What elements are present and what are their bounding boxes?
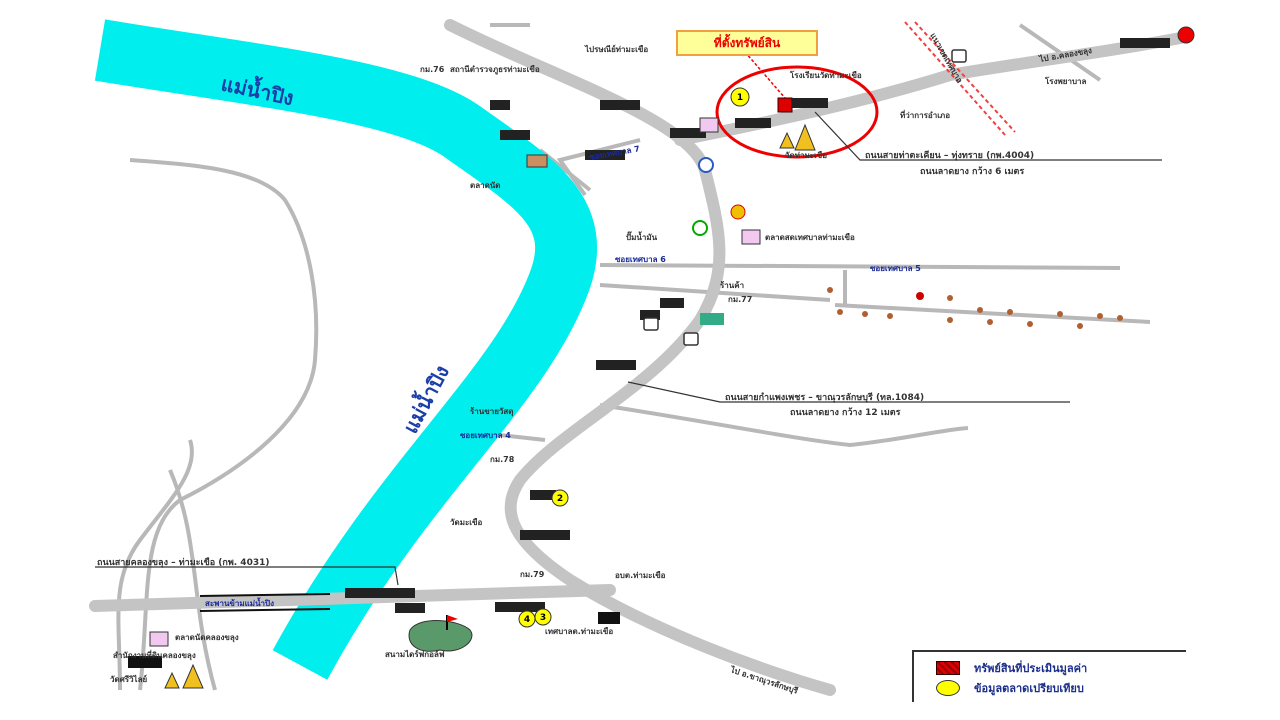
road-1084-label: ถนนสายกำแพงเพชร – ขาณุวรลักษบุรี (ทล.108… [725,392,924,403]
red-hatched-box-icon [936,661,960,675]
road-1084-desc: ถนนลาดยาง กว้าง 12 เมตร [790,407,901,418]
bank-icon [692,220,708,236]
place-label: ตลาดนัดคลองขลุง [175,633,239,643]
yellow-circle-icon [936,680,960,696]
roads [89,19,1186,696]
place-label: ที่ว่าการอำเภอ [900,109,950,120]
place-label: สนามไดร์ฟกอล์ฟ [385,649,445,659]
store-icon [700,313,724,325]
marker-4: 4 [524,615,530,625]
marker-1: 1 [737,93,743,103]
fuel-station-icons [643,49,967,346]
km-label: กม.79 [520,570,545,579]
km-label: กม.77 [728,295,752,304]
school-icon [598,612,620,624]
road-4004-desc: ถนนลาดยาง กว้าง 6 เมตร [920,166,1024,177]
hospital-icon [1177,26,1195,44]
land-office-icon [128,656,162,668]
place-label: วัดศรีวิไลย์ [110,674,147,684]
golf-flag-icon [447,615,458,622]
orchard-trees [827,287,1123,329]
place-label: สำนักงานที่ดินคลองขลุง [113,649,196,661]
road-4031-label: ถนนสายคลองขลุง – ท่ามะเขือ (กพ. 4031) [97,556,269,568]
place-label: ตลาดสดเทศบาลท่ามะเขือ [765,232,855,242]
km-label: กม.78 [490,455,515,464]
bridge [199,593,331,612]
marker-3: 3 [540,613,546,623]
market-icons [149,117,761,647]
comparison-markers: 1 2 3 4 [518,87,750,628]
property-marker [777,97,793,113]
ping-river [94,19,597,680]
soi-label: ซอยเทศบาล 6 [615,255,666,264]
legend-item-property: ทรัพย์สินที่ประเมินมูลค่า [936,658,1186,678]
place-label: โรงพยาบาล [1044,76,1087,86]
place-labels: ตลาดสดเทศบาลท่ามะเขือ วัดท่ามะเขือ โรงเร… [110,44,1087,684]
callout-pointer [744,51,786,99]
place-label: ตลาดนัด [470,181,500,190]
place-label: วัดท่ามะเขือ [785,150,827,160]
legend-label: ทรัพย์สินที่ประเมินมูลค่า [974,662,1088,675]
place-label: สถานีตำรวจภูธรท่ามะเขือ [450,64,540,75]
km-labels: กม.76 กม.77 กม.78 กม.79 [420,65,752,579]
road-4004-label: ถนนสายท่าตะเคียน – ทุ่งทราย (กพ.4004) [865,150,1034,161]
leader-lines [95,111,1162,586]
km-label: กม.76 [420,65,445,74]
place-label: วัดมะเขือ [450,517,482,527]
place-label: อบต.ท่ามะเขือ [615,570,666,580]
property-location-callout: ที่ตั้งทรัพย์สิน [676,30,818,56]
place-label: ร้านขายวัสดุ [470,406,513,417]
soi-label: ซอยเทศบาล 4 [460,431,511,440]
place-label: ปั๊มน้ำมัน [626,231,658,242]
place-label: ร้านค้า [720,280,744,290]
place-label: เทศบาลต.ท่ามะเขือ [545,626,613,636]
legend-item-comparison: ข้อมูลตลาดเปรียบเทียบ [936,678,1186,698]
legend: ทรัพย์สินที่ประเมินมูลค่า ข้อมูลตลาดเปรี… [912,650,1186,702]
marker-2: 2 [557,494,563,504]
building-rows [345,38,1170,613]
place-label: โรงเรียนวัดท่ามะเขือ [789,70,862,80]
legend-label: ข้อมูลตลาดเปรียบเทียบ [974,682,1084,695]
market-hall-icon [526,154,548,168]
shell-icon [730,204,746,220]
police-icon [698,157,714,173]
place-label: ไปรษณีย์ท่ามะเขือ [584,44,648,54]
golf-icon [408,620,473,652]
bridge-label: สะพานข้ามแม่น้ำปิง [205,597,274,608]
property-highlight-circle [715,65,879,159]
temple-icons [164,123,816,689]
municipal-boundary [904,21,1016,136]
soi-label: ซอยเทศบาล 5 [870,264,921,273]
